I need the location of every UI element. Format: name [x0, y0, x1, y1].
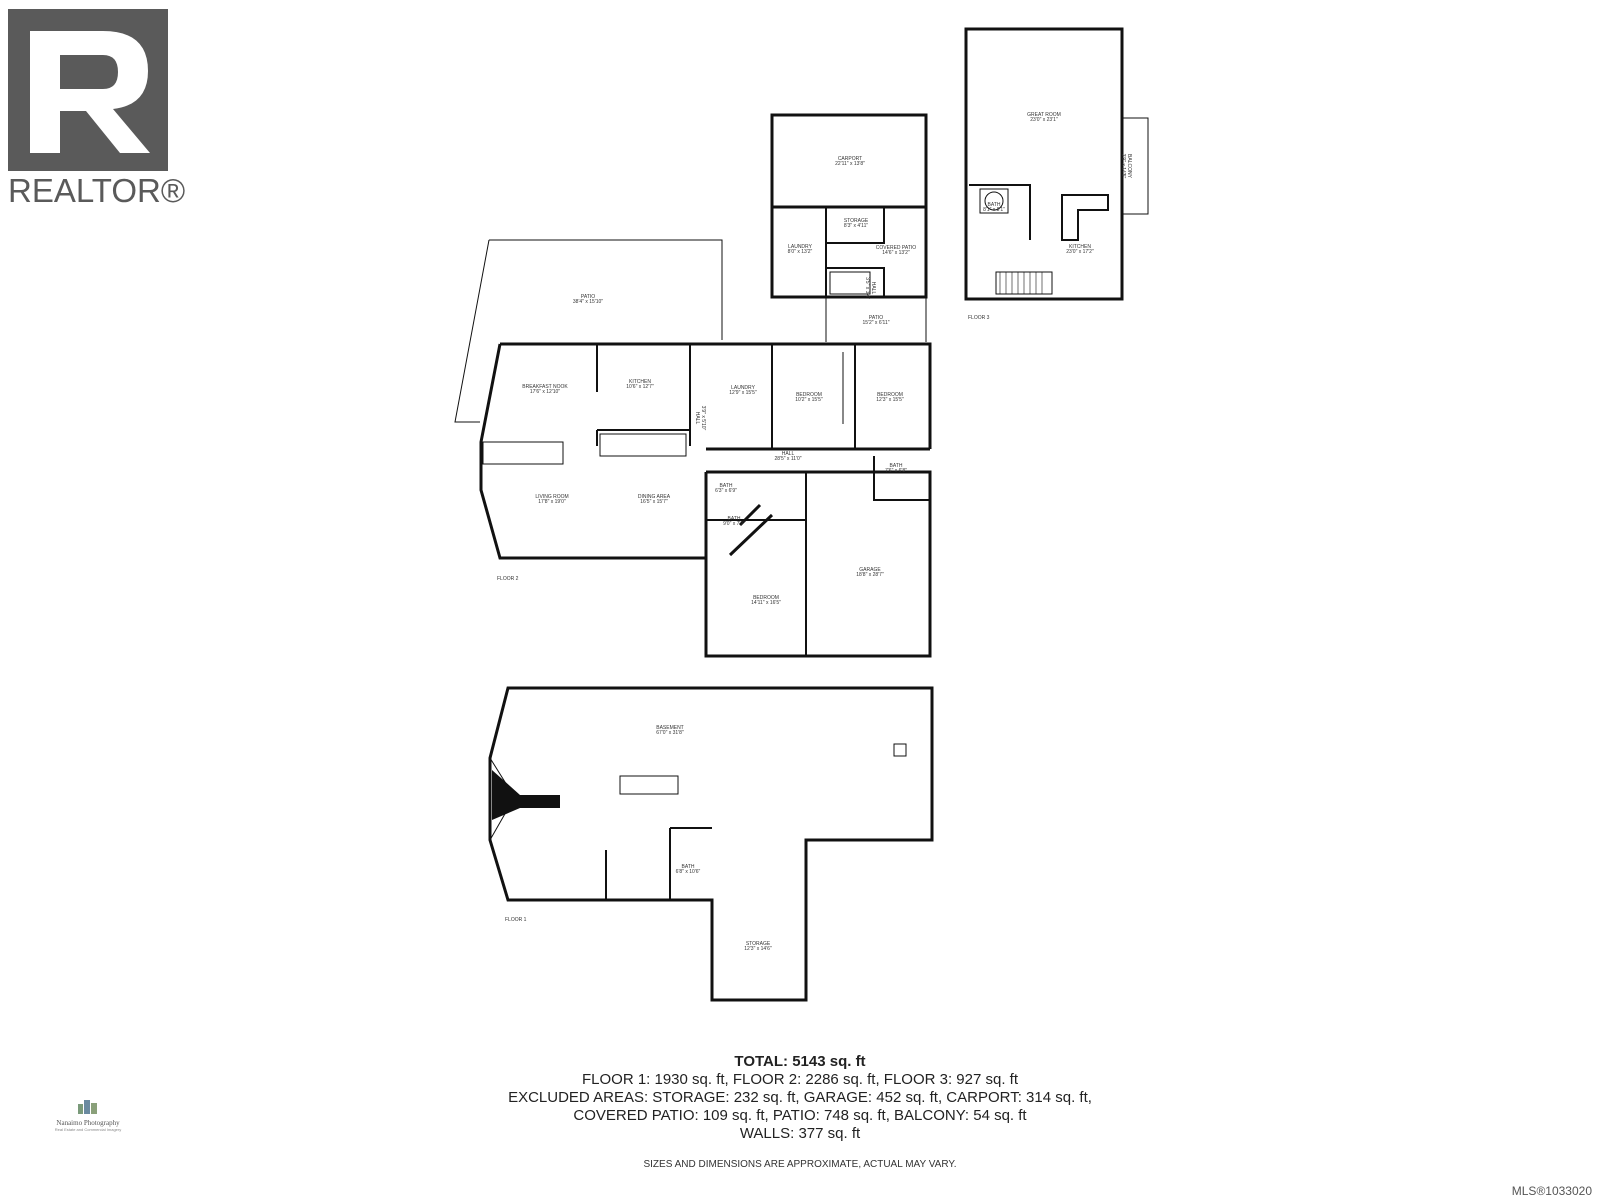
room-label: 6'8" x 10'6": [676, 869, 701, 875]
room-label: 12'3" x 15'5": [876, 397, 904, 403]
room-label: 17'6" x 12'10": [530, 389, 560, 395]
room-label: 12'3" x 14'6": [744, 946, 772, 952]
room-labels: GREAT ROOM 23'0" x 23'1" BATH 8'1" x 8'1…: [497, 112, 1132, 952]
room-label: BREAKFAST NOOK: [522, 384, 568, 390]
room-label: LAUNDRY: [788, 244, 812, 250]
room-label: 3'9" x 14'5": [1120, 154, 1126, 179]
room-label: 10'6" x 12'7": [626, 384, 654, 390]
room-label: 18'8" x 28'7": [856, 572, 884, 578]
excluded-areas: EXCLUDED AREAS: STORAGE: 232 sq. ft, GAR…: [508, 1089, 1092, 1106]
room-label: BEDROOM: [753, 595, 779, 601]
room-label: STORAGE: [746, 941, 771, 947]
room-label: 22'11" x 13'8": [835, 161, 865, 167]
floor-2-plan: [454, 239, 932, 658]
floor-1-label: FLOOR 1: [505, 917, 527, 923]
room-label: BATH: [720, 483, 733, 489]
room-label: STORAGE: [844, 218, 869, 224]
room-label: 8'1" x 8'1": [983, 207, 1005, 213]
building-icon: [78, 1100, 97, 1114]
room-label: 8'0" x 13'2": [788, 249, 813, 255]
floor-3-plan: [964, 27, 1149, 301]
room-label: KITCHEN: [629, 379, 651, 385]
room-label: HALL: [694, 412, 700, 425]
room-label: BATH: [728, 516, 741, 522]
floor-areas: FLOOR 1: 1930 sq. ft, FLOOR 2: 2286 sq. …: [581, 1071, 1019, 1088]
realtor-wordmark: REALTOR®: [8, 172, 186, 209]
room-label: 3'9" x 5'10": [700, 406, 706, 431]
room-label: 17'8" x 19'0": [538, 499, 566, 505]
room-label: 10'2" x 15'5": [795, 397, 823, 403]
room-label: DINING AREA: [638, 494, 671, 500]
floor-1-plan: [488, 686, 934, 1002]
room-label: 23'0" x 23'1": [1030, 117, 1058, 123]
room-label: 14'11" x 16'5": [751, 600, 781, 606]
room-label: 7'6" x 6'8": [885, 468, 907, 474]
room-label: 38'4" x 15'10": [573, 299, 603, 305]
room-label: LAUNDRY: [731, 385, 755, 391]
room-label: BATH: [890, 463, 903, 469]
room-label: GREAT ROOM: [1027, 112, 1061, 118]
mls-number: MLS®1033020: [1511, 1184, 1592, 1198]
room-label: PATIO: [869, 315, 883, 321]
room-label: BALCONY: [1126, 154, 1132, 179]
area-summary: TOTAL: 5143 sq. ft FLOOR 1: 1930 sq. ft,…: [0, 1052, 1600, 1143]
room-label: BEDROOM: [796, 392, 822, 398]
room-label: HALL: [870, 282, 876, 295]
room-label: HALL: [782, 451, 795, 457]
walls-area: WALLS: 377 sq. ft: [739, 1125, 861, 1142]
room-label: CARPORT: [838, 156, 862, 162]
room-label: BEDROOM: [877, 392, 903, 398]
room-label: 67'0" x 31'8": [656, 730, 684, 736]
room-label: 28'5" x 11'0": [774, 456, 801, 462]
room-label: 8'3" x 4'11": [844, 223, 868, 229]
room-label: 23'0" x 17'2": [1066, 249, 1094, 255]
room-label: BATH: [682, 864, 695, 870]
room-label: 14'6" x 13'2": [882, 250, 910, 256]
disclaimer: SIZES AND DIMENSIONS ARE APPROXIMATE, AC…: [643, 1159, 957, 1170]
photographer-tagline: Real Estate and Commercial Imagery: [54, 1127, 122, 1132]
room-label: 12'9" x 15'5": [729, 390, 757, 396]
room-label: GARAGE: [859, 567, 881, 573]
photographer-logo: Nanaimo Photography Real Estate and Comm…: [48, 1098, 128, 1132]
room-label: BATH: [988, 202, 1001, 208]
room-label: PATIO: [581, 294, 595, 300]
room-label: LIVING ROOM: [535, 494, 568, 500]
room-label: 15'2" x 6'11": [862, 320, 889, 326]
carport-block: [770, 113, 928, 342]
photographer-name: Nanaimo Photography: [56, 1119, 120, 1127]
realtor-logo: [8, 9, 168, 171]
room-label: 16'5" x 15'7": [640, 499, 668, 505]
room-label: 3'5" x 3'4": [864, 277, 870, 299]
floor-3-label: FLOOR 3: [968, 315, 990, 321]
total-area: TOTAL: 5143 sq. ft: [734, 1053, 866, 1070]
room-label: KITCHEN: [1069, 244, 1091, 250]
covered-areas: COVERED PATIO: 109 sq. ft, PATIO: 748 sq…: [573, 1107, 1027, 1124]
room-label: BASEMENT: [656, 725, 684, 731]
room-label: 6'3" x 6'9": [715, 488, 737, 494]
room-label: 9'0" x 7'9": [723, 521, 745, 527]
floor-2-label: FLOOR 2: [497, 576, 519, 582]
room-label: COVERED PATIO: [876, 245, 916, 251]
